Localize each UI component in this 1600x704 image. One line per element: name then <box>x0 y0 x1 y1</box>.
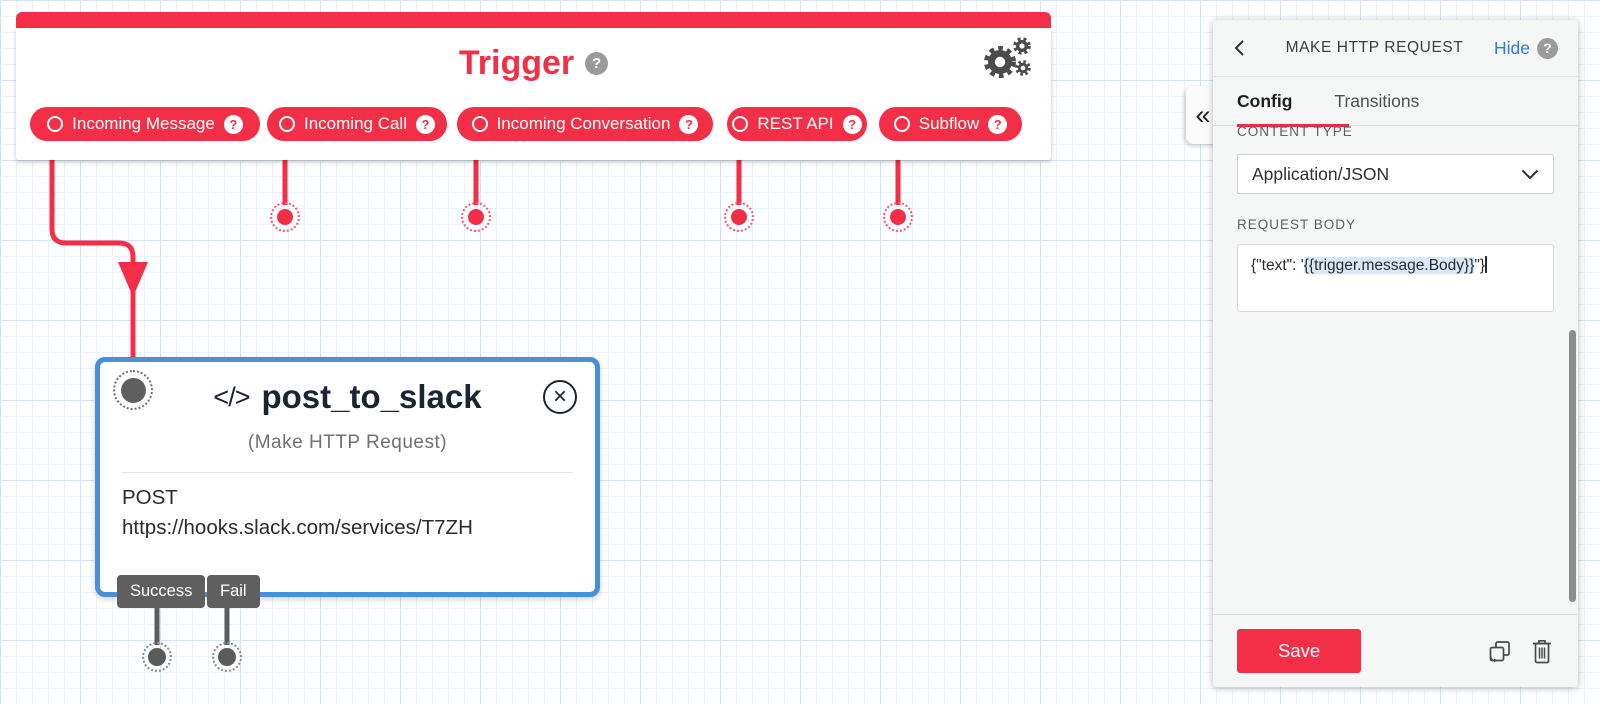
trigger-settings-button[interactable] <box>979 34 1035 89</box>
port-dot <box>468 209 484 225</box>
widget-type-label: (Make HTTP Request) <box>247 432 448 453</box>
trigger-accent-bar <box>16 12 1051 28</box>
request-body-label: REQUEST BODY <box>1237 217 1357 232</box>
active-tab-underline <box>1237 123 1349 127</box>
widget-method: POST <box>122 486 178 509</box>
output-port-incoming-call[interactable] <box>270 202 300 232</box>
trigger-pill-subflow[interactable]: Subflow ? <box>879 107 1022 141</box>
port-dot <box>148 648 166 666</box>
text-cursor <box>1485 256 1487 273</box>
input-port-post-to-slack[interactable] <box>113 370 153 410</box>
widget-name: post_to_slack <box>261 378 482 415</box>
pill-label: Incoming Conversation <box>496 114 671 133</box>
request-body-text: {"text": ' <box>1251 257 1304 274</box>
request-body-input[interactable]: {"text": '{{trigger.message.Body}}"} <box>1237 244 1554 312</box>
save-button[interactable]: Save <box>1237 629 1362 673</box>
pill-label: Incoming Message <box>72 114 215 133</box>
trigger-pill-rest-api[interactable]: REST API ? <box>727 107 867 141</box>
trigger-pill-incoming-call[interactable]: Incoming Call ? <box>267 107 447 141</box>
trash-icon <box>1533 639 1551 663</box>
trigger-help-icon[interactable]: ? <box>585 52 609 75</box>
back-button[interactable] <box>1233 38 1255 58</box>
port-dot <box>277 209 293 225</box>
copy-icon <box>1489 640 1510 662</box>
delete-widget-button[interactable] <box>1530 638 1554 665</box>
port-circle-icon <box>471 116 488 132</box>
chevron-left-icon <box>1234 40 1244 56</box>
widget-url: https://hooks.slack.com/services/T7ZH <box>122 516 473 539</box>
transition-tag-fail: Fail <box>207 575 260 608</box>
panel-title: MAKE HTTP REQUEST <box>1285 39 1464 56</box>
panel-header-divider <box>1213 76 1578 77</box>
pill-label: REST API <box>757 114 834 133</box>
output-port-rest-api[interactable] <box>724 202 754 232</box>
pill-label: Subflow <box>918 114 980 133</box>
port-dot <box>890 209 906 225</box>
content-type-value: Application/JSON <box>1252 163 1390 184</box>
widget-divider <box>122 472 573 473</box>
tab-transitions[interactable]: Transitions <box>1334 90 1420 111</box>
code-icon: </> <box>213 381 250 412</box>
port-circle-icon <box>47 116 64 132</box>
output-port-subflow[interactable] <box>883 202 913 232</box>
request-body-template-token: {{trigger.message.Body}} <box>1303 257 1475 274</box>
duplicate-widget-button[interactable] <box>1486 638 1513 665</box>
hide-help-icon[interactable]: ? <box>1537 37 1558 59</box>
port-circle-icon <box>279 116 295 132</box>
chevron-down-icon <box>1521 169 1539 179</box>
output-port-incoming-conversation[interactable] <box>461 202 491 232</box>
widget-post-to-slack[interactable]: </> post_to_slack × (Make HTTP Request) … <box>95 357 600 608</box>
pill-help-icon[interactable]: ? <box>416 114 435 134</box>
pill-help-icon[interactable]: ? <box>223 114 243 134</box>
output-port-fail[interactable] <box>212 642 242 672</box>
config-panel: MAKE HTTP REQUEST Hide ? Config Transiti… <box>1213 20 1578 687</box>
output-port-success[interactable] <box>142 642 172 672</box>
tab-config[interactable]: Config <box>1237 90 1293 111</box>
pill-help-icon[interactable]: ? <box>679 114 699 134</box>
pill-help-icon[interactable]: ? <box>842 114 862 134</box>
pill-help-icon[interactable]: ? <box>988 114 1008 134</box>
transition-tag-success: Success <box>117 575 206 608</box>
port-dot <box>218 648 236 666</box>
content-type-label: CONTENT TYPE <box>1237 126 1353 139</box>
trigger-pill-incoming-message[interactable]: Incoming Message ? <box>30 107 260 141</box>
close-icon[interactable]: × <box>543 380 577 414</box>
trigger-title: Trigger <box>458 44 575 82</box>
port-dot <box>120 377 146 403</box>
content-type-select[interactable]: Application/JSON <box>1237 154 1554 194</box>
panel-scrollbar-thumb[interactable] <box>1569 330 1576 602</box>
port-circle-icon <box>732 116 749 132</box>
hide-link[interactable]: Hide <box>1494 37 1530 58</box>
trigger-widget[interactable]: Trigger ? Incoming Message <box>16 28 1051 160</box>
port-dot <box>731 209 747 225</box>
pill-label: Incoming Call <box>304 114 407 133</box>
port-circle-icon <box>893 116 910 132</box>
request-body-text: "} <box>1474 257 1486 274</box>
gears-icon <box>984 37 1031 78</box>
trigger-pill-incoming-conversation[interactable]: Incoming Conversation ? <box>457 107 713 141</box>
